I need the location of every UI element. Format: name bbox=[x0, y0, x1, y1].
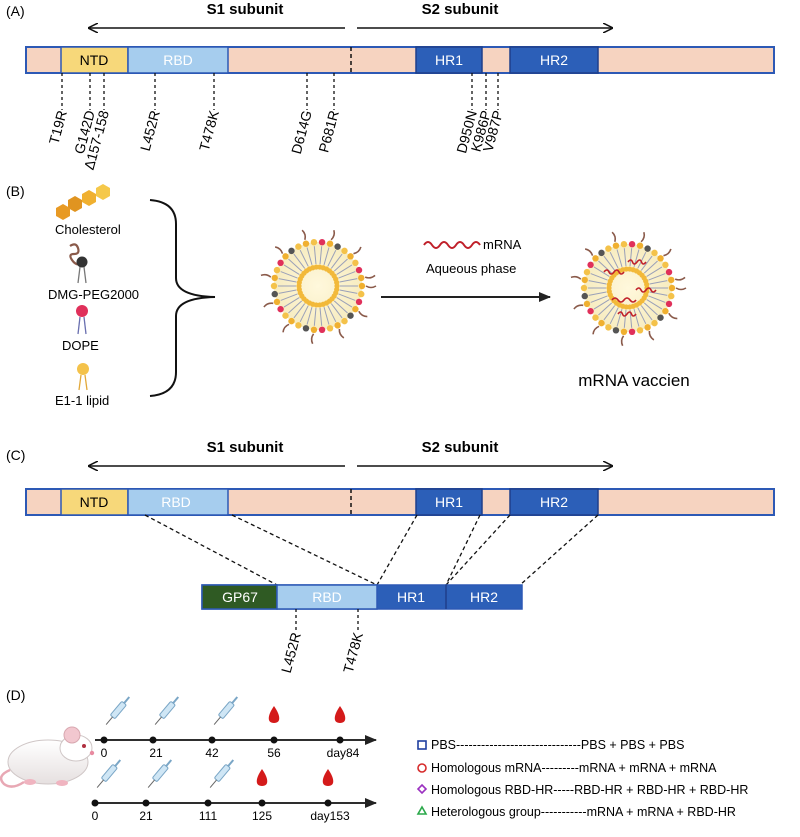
timepoint-label: 42 bbox=[205, 746, 219, 760]
legend-homologous-rbd-hr: Homologous RBD-HR-----RBD-HR + RBD-HR + … bbox=[431, 783, 748, 797]
hr1-label-construct: HR1 bbox=[397, 589, 425, 605]
timepoint-dot bbox=[336, 736, 344, 744]
legend-marker-heterologous bbox=[416, 805, 428, 815]
timepoint-dot bbox=[324, 799, 332, 807]
gp67-domain bbox=[201, 584, 278, 610]
lipid-nanoparticle-loaded bbox=[570, 231, 687, 347]
s1-subunit-label: S1 subunit bbox=[207, 1, 284, 18]
blood-drop-icon bbox=[256, 769, 268, 786]
timepoint-dot bbox=[208, 736, 216, 744]
rbd-label-c: RBD bbox=[161, 494, 191, 510]
mutation-t19r: T19R bbox=[46, 109, 70, 146]
mutation-lines-c bbox=[295, 609, 359, 632]
cholesterol-icon bbox=[56, 184, 110, 220]
grouping-brace bbox=[149, 199, 216, 397]
mutation-l452r: L452R bbox=[137, 109, 163, 153]
hr1-label: HR1 bbox=[435, 52, 463, 68]
mutation-t478k: T478K bbox=[196, 108, 222, 153]
mutation-d614g: D614G bbox=[288, 109, 315, 156]
panel-b-label: (B) bbox=[6, 183, 25, 199]
timepoint-dot bbox=[204, 799, 212, 807]
timepoint-label: day84 bbox=[327, 746, 360, 760]
panel-c: (C) S1 subunit S2 subunit NTD RBD HR1 HR… bbox=[6, 439, 775, 675]
s2-subunit-label: S2 subunit bbox=[422, 1, 499, 18]
legend-marker-pbs bbox=[417, 740, 427, 750]
syringe-icon bbox=[213, 696, 239, 725]
panel-d: (D) 0 21 42 56 day84 0 21 111 125 day153 PBS-----… bbox=[0, 687, 748, 823]
syringe-icon bbox=[147, 759, 173, 788]
hr2-label: HR2 bbox=[540, 52, 568, 68]
regimen-legend: PBS------------------------------PBS + P… bbox=[416, 738, 748, 819]
dope-icon bbox=[76, 305, 88, 335]
blood-drop-icon bbox=[322, 769, 334, 786]
mouse-icon bbox=[0, 726, 95, 788]
mutation-t478k-c: T478K bbox=[340, 630, 366, 675]
mapping-lines bbox=[144, 514, 599, 586]
hr2-label-construct: HR2 bbox=[470, 589, 498, 605]
component-cholesterol: Cholesterol bbox=[55, 222, 121, 237]
dmg-peg2000-icon bbox=[69, 243, 88, 284]
s1-subunit-label-c: S1 subunit bbox=[207, 439, 284, 456]
timepoint-label: 56 bbox=[267, 746, 281, 760]
mutation-p681r: P681R bbox=[315, 109, 342, 154]
e1-1-lipid-icon bbox=[77, 363, 89, 391]
timepoint-label: 0 bbox=[92, 809, 99, 823]
legend-marker-mrna bbox=[417, 763, 427, 773]
hr1-domain bbox=[415, 46, 483, 74]
lipid-nanoparticle-empty bbox=[260, 229, 377, 345]
panel-d-label: (D) bbox=[6, 687, 25, 703]
timepoint-dot bbox=[258, 799, 266, 807]
timepoint-dot bbox=[142, 799, 150, 807]
syringe-icon bbox=[105, 696, 131, 725]
hr1-domain-c bbox=[415, 488, 483, 516]
rbd-domain bbox=[127, 46, 229, 74]
gp67-label: GP67 bbox=[222, 589, 258, 605]
timepoint-label: 125 bbox=[252, 809, 272, 823]
timepoint-label: 21 bbox=[149, 746, 163, 760]
panel-a-label: (A) bbox=[6, 3, 25, 19]
legend-pbs: PBS------------------------------PBS + P… bbox=[431, 738, 684, 752]
legend-marker-rbd-hr bbox=[416, 783, 428, 795]
timepoint-dot bbox=[149, 736, 157, 744]
mrna-vaccine-label: mRNA vaccien bbox=[578, 371, 689, 390]
rbd-label: RBD bbox=[163, 52, 193, 68]
syringe-icon bbox=[209, 759, 235, 788]
ntd-domain-c bbox=[60, 488, 129, 516]
timepoint-label: 21 bbox=[139, 809, 153, 823]
timepoint-dot bbox=[91, 799, 99, 807]
timepoint-dot bbox=[270, 736, 278, 744]
aqueous-phase-label: Aqueous phase bbox=[426, 261, 516, 276]
timepoint-label: 0 bbox=[101, 746, 108, 760]
rbd-domain-c bbox=[127, 488, 229, 516]
mutation-l452r-c: L452R bbox=[278, 631, 304, 675]
syringe-icon bbox=[96, 759, 122, 788]
blood-drop-icon bbox=[268, 706, 280, 723]
blood-drop-icon bbox=[334, 706, 346, 723]
ntd-label: NTD bbox=[80, 52, 109, 68]
mrna-strand-icon bbox=[423, 241, 481, 249]
rbd-domain-construct bbox=[276, 584, 378, 610]
hr2-domain-c bbox=[509, 488, 599, 516]
mutation-lines-a bbox=[61, 73, 499, 110]
component-e1-1-lipid: E1-1 lipid bbox=[55, 393, 109, 408]
timepoint-dot bbox=[100, 736, 108, 744]
timepoint-label: day153 bbox=[310, 809, 350, 823]
panel-c-label: (C) bbox=[6, 447, 25, 463]
component-dope: DOPE bbox=[62, 338, 99, 353]
hr2-domain bbox=[509, 46, 599, 74]
legend-homologous-mrna: Homologous mRNA---------mRNA + mRNA + mR… bbox=[431, 761, 717, 775]
panel-b: (B) Cholesterol DMG-PEG2000 DOPE bbox=[6, 183, 690, 408]
ntd-label-c: NTD bbox=[80, 494, 109, 510]
mrna-label: mRNA bbox=[483, 237, 522, 252]
rbd-label-construct: RBD bbox=[312, 589, 342, 605]
panel-a: (A) S1 subunit S2 subunit NTD RBD HR1 HR… bbox=[6, 1, 775, 171]
component-dmg-peg2000: DMG-PEG2000 bbox=[48, 287, 139, 302]
s2-subunit-label-c: S2 subunit bbox=[422, 439, 499, 456]
timepoint-label: 111 bbox=[199, 809, 218, 823]
hr1-label-c: HR1 bbox=[435, 494, 463, 510]
hr2-label-c: HR2 bbox=[540, 494, 568, 510]
legend-heterologous: Heterologous group-----------mRNA + mRNA… bbox=[431, 805, 736, 819]
syringe-icon bbox=[154, 696, 180, 725]
